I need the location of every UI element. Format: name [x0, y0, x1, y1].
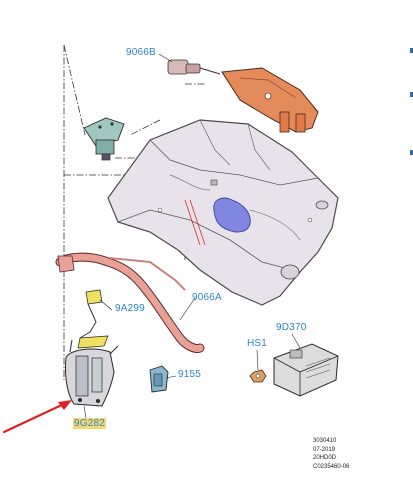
filler-hose	[55, 252, 205, 353]
filler-clip	[149, 365, 169, 393]
hex-nut	[249, 369, 267, 383]
sender-top	[83, 117, 125, 161]
footer-line-1: 3030410	[313, 438, 337, 444]
lock-ring-gasket	[213, 197, 251, 233]
bracket	[77, 289, 109, 349]
fuel-pump-module	[65, 339, 119, 407]
callout-bracket: 9A299	[115, 303, 145, 314]
pointer-arrow	[2, 400, 72, 434]
callout-clip: 9155	[178, 369, 202, 380]
callout-nut: HS1	[247, 338, 268, 349]
edge-marker	[410, 92, 413, 97]
figure-footer: 3030410 07-2019 20HD0D C0235460-06	[313, 437, 349, 471]
edge-marker	[410, 150, 413, 155]
footer-line-3: 20HD0D	[313, 455, 337, 461]
callout-pump: 9G282	[73, 418, 107, 429]
pump-driver-module	[273, 343, 339, 397]
evap-canister	[221, 67, 319, 133]
footer-line-4: C0235460-06	[313, 463, 350, 470]
fuel-lines	[184, 199, 206, 246]
footer-line-2: 07-2019	[313, 446, 336, 453]
callout-reservoir: 9066A	[192, 292, 222, 303]
callout-leaders	[83, 53, 301, 419]
edge-marker	[410, 48, 413, 53]
callout-vent-valve: 9066B	[126, 47, 156, 58]
vent-valve	[167, 59, 221, 75]
callout-module: 9D370	[276, 322, 307, 333]
